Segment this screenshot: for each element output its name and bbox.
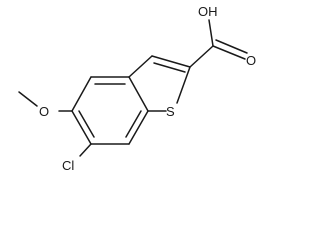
atom-label-carbonyl-oxygen: O xyxy=(246,53,256,68)
atom-label-oh: OH xyxy=(198,4,218,19)
atom-label-methoxy-oxygen: O xyxy=(39,104,49,119)
structure-canvas: OH O S O Cl xyxy=(18,4,256,173)
bond-c3-c2 xyxy=(151,55,191,68)
bond-c5-c4 xyxy=(71,76,92,112)
bond-c6-cl xyxy=(79,143,92,157)
bond-c2-cacid xyxy=(189,45,214,68)
bond-c3a-c3 xyxy=(128,55,153,78)
bond-double-c6-c5 xyxy=(78,110,95,138)
bond-double-c3-c2 xyxy=(153,62,186,73)
bond-c3a-c7a xyxy=(128,76,149,112)
molecule-structure: OH O S O Cl xyxy=(18,4,256,173)
bond-double-c7a-c7 xyxy=(125,110,142,138)
bond-c2-s1 xyxy=(176,66,191,104)
atom-label-chlorine: Cl xyxy=(62,158,74,173)
atom-label-sulfur: S xyxy=(166,104,175,119)
bond-cacid-o xyxy=(212,45,246,60)
bond-double-cacid-o xyxy=(215,39,248,54)
bond-omethoxy-ch3 xyxy=(18,91,38,107)
bond-c7a-c7 xyxy=(128,110,149,145)
bond-c6-c5 xyxy=(71,110,92,145)
bond-cacid-oh xyxy=(208,19,214,47)
